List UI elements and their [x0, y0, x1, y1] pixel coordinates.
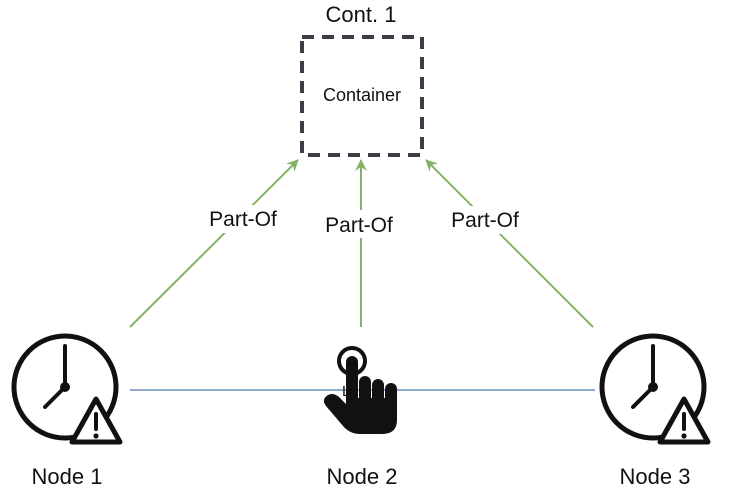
node-2[interactable]: Node 2: [323, 346, 398, 489]
edge-label-bg: [318, 210, 402, 238]
clock-warning-icon: [11, 333, 123, 445]
edge-label-bg: [444, 206, 526, 234]
container-label: Container: [323, 85, 401, 105]
edge-label-bg: [203, 205, 283, 233]
part-of-edge-node1[interactable]: [129, 159, 299, 328]
node-3[interactable]: Node 3: [599, 333, 711, 489]
container-box[interactable]: [300, 35, 424, 157]
node-1-label: Node 1: [32, 464, 103, 489]
node-3-label: Node 3: [620, 464, 691, 489]
part-of-edge-node3[interactable]: [425, 159, 594, 328]
part-of-label-3: Part-Of: [451, 209, 519, 232]
pointing-hand-icon: [323, 346, 397, 434]
part-of-label-2: Part-Of: [325, 214, 393, 237]
part-of-label-1: Part-Of: [209, 208, 277, 231]
node-1[interactable]: Node 1: [11, 333, 123, 489]
node-2-label: Node 2: [327, 464, 398, 489]
clock-warning-icon: [599, 333, 711, 445]
container-title: Cont. 1: [326, 2, 397, 27]
